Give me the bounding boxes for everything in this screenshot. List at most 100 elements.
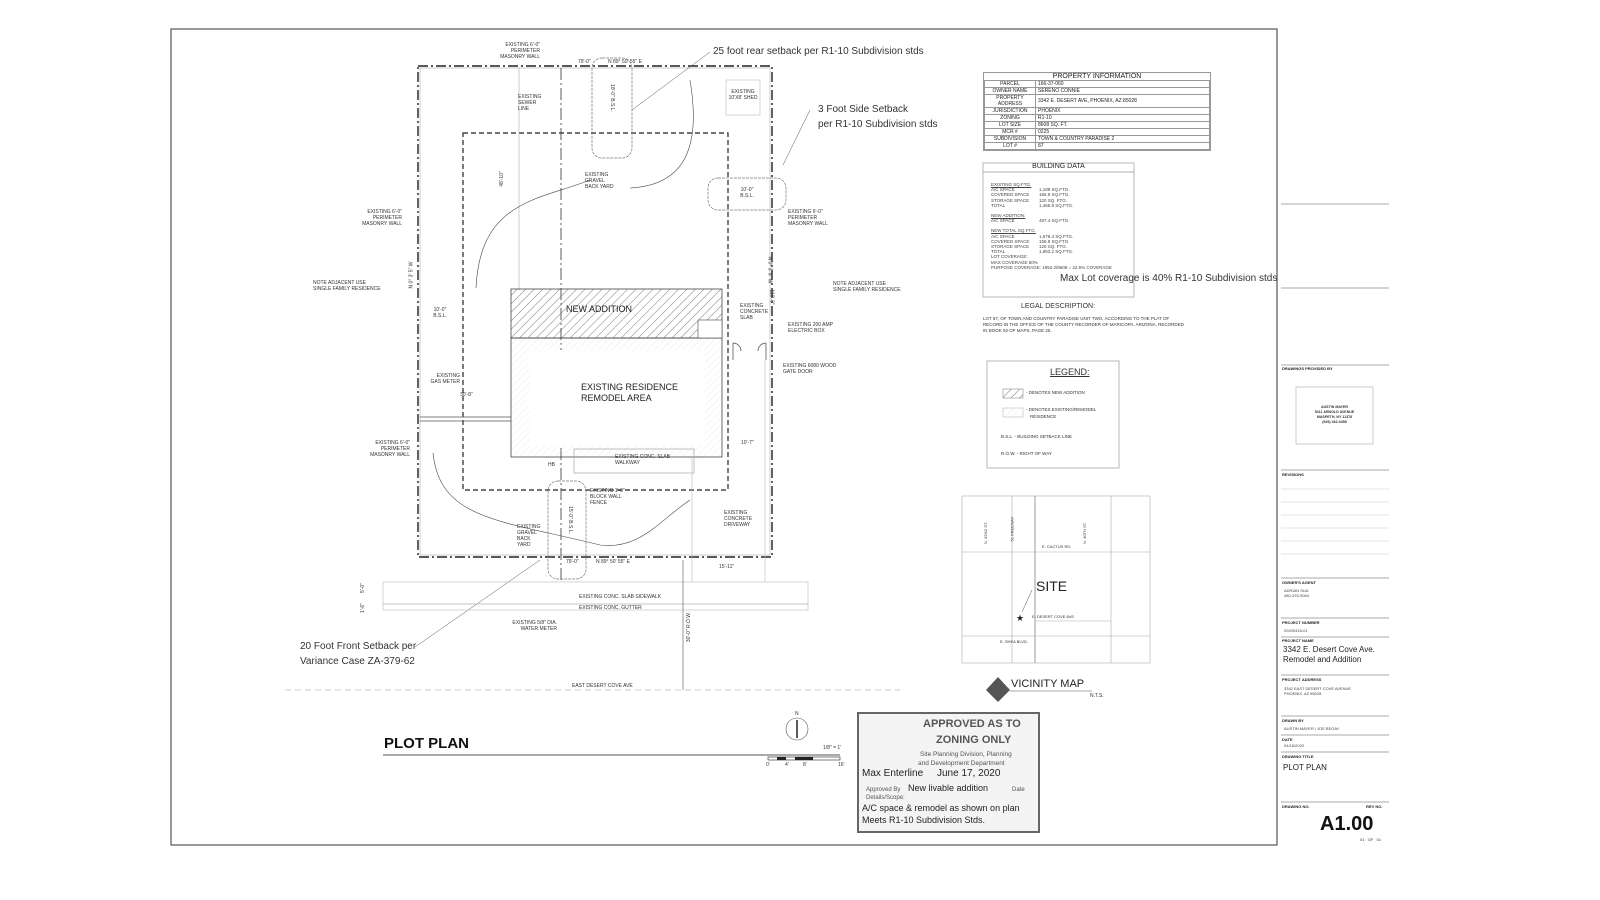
existing-residence-label-2: REMODEL AREA xyxy=(581,393,652,403)
project-address-label: PROJECT ADDRESS xyxy=(1282,677,1322,682)
legal-title: LEGAL DESCRIPTION: xyxy=(1021,303,1096,310)
building-data-label: COVERED SPACE xyxy=(991,238,1030,244)
date-label: DATE xyxy=(1282,737,1293,742)
drawing-title-label: DRAWING TITLE xyxy=(1282,754,1314,759)
dim-row: 30'-0" R.O.W. xyxy=(686,611,693,643)
dim-gutter: 1'-6" xyxy=(359,603,366,613)
legal-line: IN BOOK 92 OF MAPS, PAGE 25. xyxy=(983,328,1052,333)
shed-label: EXISTING 10'X8' SHED xyxy=(728,89,758,101)
stamp-date-label: Date xyxy=(1012,787,1025,793)
building-data-value: 1,676.4 SQ.FTG. xyxy=(1039,233,1074,239)
sewer-label: EXISTING SEWER LINE xyxy=(518,94,542,112)
project-name-label: PROJECT NAME xyxy=(1282,638,1314,643)
property-info-title: PROPERTY INFORMATION xyxy=(1052,73,1142,80)
street-shea: E. SHEA BLVD. xyxy=(1000,639,1028,644)
building-data-label: A/C SPACE xyxy=(991,233,1015,239)
adjacent-left-note: NOTE ADJACENT USE SINGLE FAMILY RESIDENC… xyxy=(313,280,381,292)
street-n32: N. 32ND ST. xyxy=(983,521,989,545)
stamp-line3: Site Planning Division, Planning xyxy=(920,751,1012,758)
building-data-value: 1,189 SQ.FTG. xyxy=(1039,187,1070,193)
slab-label: EXISTING CONCRETE SLAB xyxy=(740,303,769,321)
building-data-row: A/C SPACE 1,189 SQ.FTG. xyxy=(991,187,1112,192)
property-info-label: OWNER NAME xyxy=(984,87,1036,95)
stamp-scope1: New livable addition xyxy=(908,783,989,793)
property-info-label: ZONING xyxy=(984,114,1036,122)
building-data-value: 1,465.8 SQ.FTG. xyxy=(1039,202,1074,208)
dim-depth: 48'-10" xyxy=(498,171,505,187)
dim-rear-bsl: 18'-0" B.S.L. xyxy=(608,84,615,112)
legal-line: LOT 87, OF TOWN AND COUNTRY PARADISE UNI… xyxy=(983,316,1170,321)
property-info-value: 87 xyxy=(1035,142,1210,150)
property-info-label: SUBDIVISION xyxy=(984,135,1036,143)
side-setback-note-1: 3 Foot Side Setback xyxy=(818,104,909,115)
gravel-front-label: EXISTING GRAVEL BACK YARD xyxy=(517,524,541,548)
building-data-value: 156.8 SQ.FTG. xyxy=(1039,238,1070,244)
building-data-heading: NEW ADDITION: xyxy=(991,213,1026,219)
building-data-label: TOTAL xyxy=(991,202,1006,208)
shed xyxy=(725,79,761,116)
building-data-row: TOTAL 1,465.8 SQ.FTG. xyxy=(991,203,1112,208)
legal-line: RECORD IN THE OFFICE OF THE COUNTY RECOR… xyxy=(983,322,1184,327)
sheet-border xyxy=(170,28,1278,846)
building-data-row: STORAGE SPACE 120 SQ. FTG. xyxy=(991,198,1112,203)
building-data-label: TOTAL xyxy=(991,249,1006,255)
property-info-label: MCR # xyxy=(984,128,1036,136)
dim-sidewalk: 5'-0" xyxy=(359,583,366,593)
legend-row: R.O.W. - RIGHT OF WAY xyxy=(1001,451,1052,456)
building-data-heading: EXISTING SQ.FTG. xyxy=(991,182,1032,187)
dim-bottom-bearing: N 89° 50' 55" E xyxy=(596,559,630,565)
project-number: 20200416-01 xyxy=(1284,628,1308,633)
provider-phone: (929) 462-0458 xyxy=(1322,420,1347,424)
building-data-label: A/C SPACE xyxy=(991,187,1015,193)
stamp-date: June 17, 2020 xyxy=(937,768,1001,779)
rev-no-label: REV NO. xyxy=(1366,804,1383,809)
date-value: 04/16/2020 xyxy=(1284,743,1305,748)
property-info-label: JURISDICTION xyxy=(984,107,1036,115)
north-label: N xyxy=(795,711,799,717)
new-addition-area xyxy=(510,288,723,339)
block-wall-label: EXISTING 1'-0" BLOCK WALL FENCE xyxy=(590,488,625,506)
project-name-1: 3342 E. Desert Cove Ave. xyxy=(1283,645,1375,654)
scale-tick: 8' xyxy=(803,762,807,768)
front-setback-note-1: 20 Foot Front Setback per xyxy=(300,641,417,652)
building-data-label: STORAGE SPACE xyxy=(991,197,1030,203)
building-data-value: 487.4 SQ.FTG. xyxy=(1039,218,1070,224)
wall-top-label: EXISTING 6'-0" PERIMETER MASONRY WALL xyxy=(500,42,540,60)
gravel-top-label: EXISTING GRAVEL BACK YARD xyxy=(585,172,614,190)
max-coverage: MAX COVERAGE 50% xyxy=(991,259,1038,265)
stamp-approved-by: Approved By xyxy=(866,787,901,793)
zoning-approval-stamp xyxy=(857,712,1040,833)
vicinity-map xyxy=(961,495,1151,664)
water-meter-label: EXISTING 5/8" DIA. WATER METER xyxy=(512,620,557,632)
legend-title: LEGEND: xyxy=(1050,367,1090,377)
dim-top-len: 79'-0" xyxy=(578,59,591,65)
property-info-label: LOT # xyxy=(984,142,1036,150)
project-number-label: PROJECT NUMBER xyxy=(1282,620,1320,625)
stamp-scope3: Meets R1-10 Subdivision Stds. xyxy=(862,815,986,825)
dim-right: 10'-7" xyxy=(741,440,754,446)
building-data-row: A/C SPACE 1,676.4 SQ.FTG. xyxy=(991,234,1112,239)
property-info-value: TOWN & COUNTRY PARADISE 2 xyxy=(1035,135,1210,143)
sheet-count: 01 OF 01 xyxy=(1360,837,1382,842)
project-name-2: Remodel and Addition xyxy=(1283,655,1362,664)
street-label: EAST DESERT COVE AVE xyxy=(572,683,633,689)
building-data-value: 120 SQ. FTG. xyxy=(1039,197,1068,203)
building-data-row: COVERED SPACE 156.8 SQ.FTG. xyxy=(991,239,1112,244)
lot-coverage-note: Max Lot coverage is 40% R1-10 Subdivisio… xyxy=(1060,273,1278,284)
stamp-line4: and Development Department xyxy=(918,760,1005,767)
building-data-label: COVERED SPACE xyxy=(991,192,1030,198)
title-block-lines xyxy=(1281,203,1389,803)
property-info-value: 166-37-060 xyxy=(1035,80,1210,88)
property-info-label: PROPERTY ADDRESS xyxy=(984,94,1036,108)
property-info-row: LOT #87 xyxy=(984,142,1210,150)
setback-line xyxy=(462,132,729,491)
property-info-value: PHOENIX xyxy=(1035,107,1210,115)
site-star-icon: ★ xyxy=(1016,613,1024,623)
